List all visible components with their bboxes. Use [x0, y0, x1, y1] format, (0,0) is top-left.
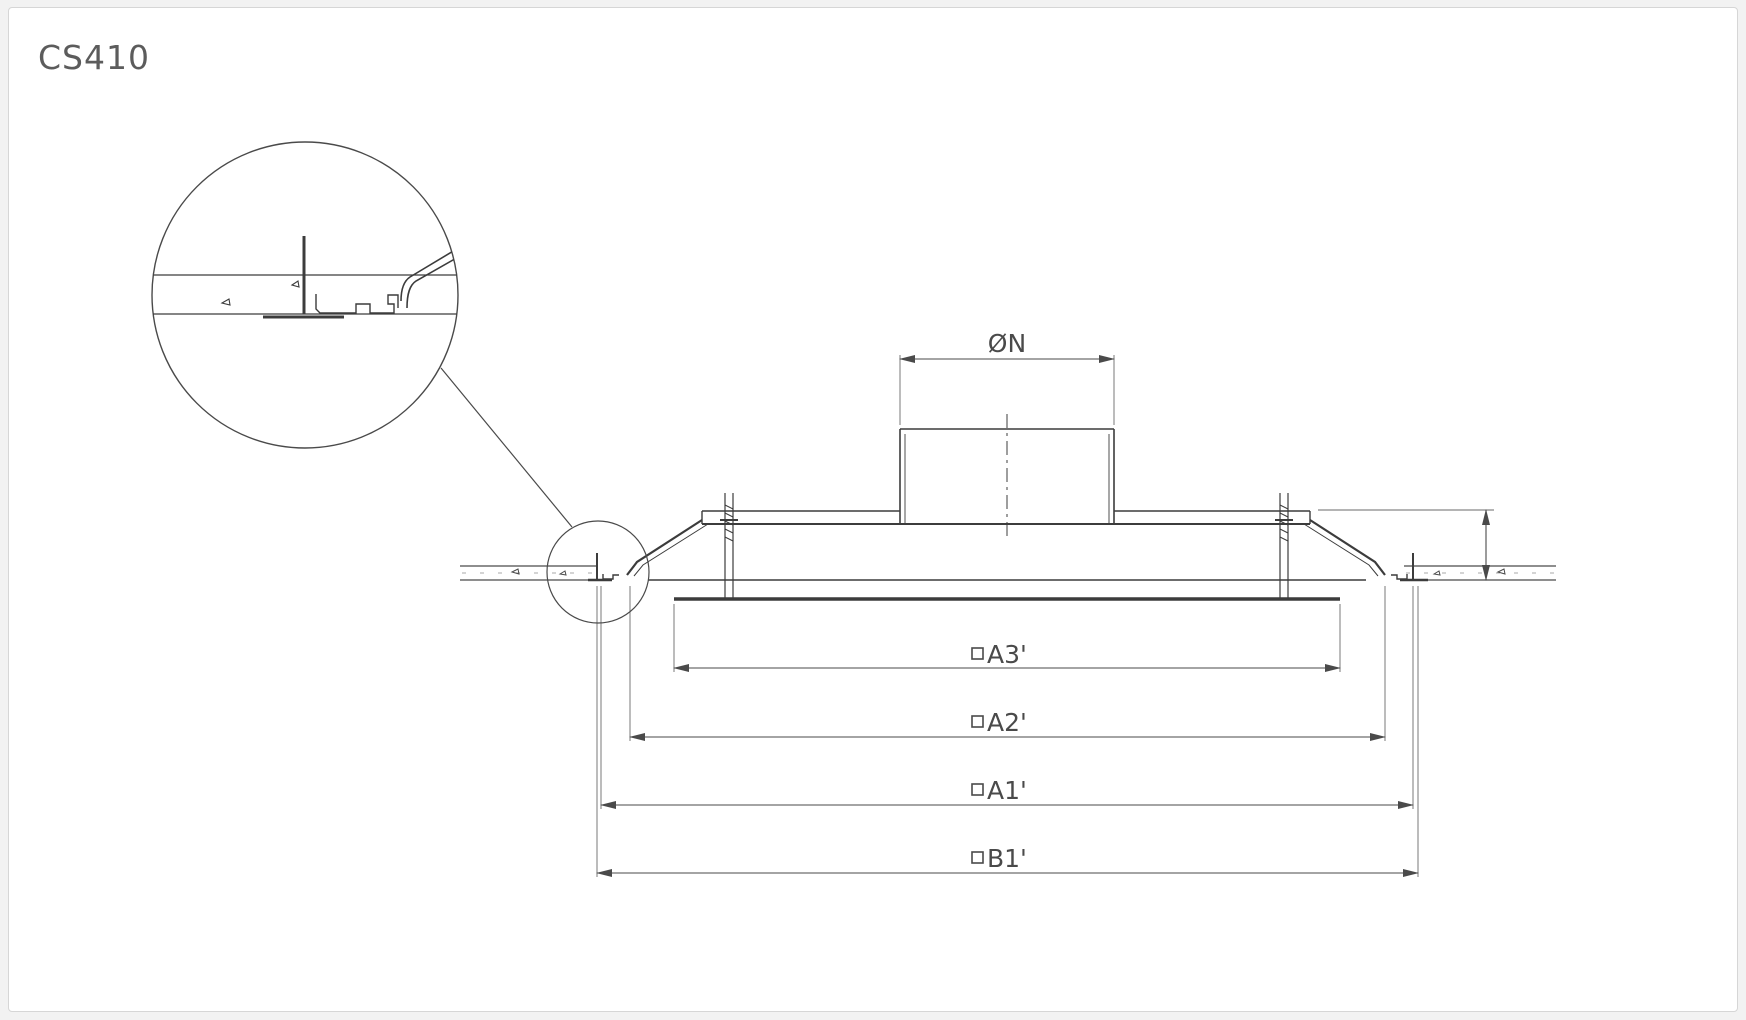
diffuser-body	[588, 414, 1428, 601]
label-a2: A2'	[987, 708, 1027, 737]
square-symbol-a3	[971, 647, 984, 660]
label-diameter: ØN	[988, 329, 1026, 358]
square-symbol-a1	[971, 783, 984, 796]
drawing-title: CS410	[38, 38, 150, 77]
ceiling-left	[460, 565, 598, 581]
detail-callout	[151, 141, 650, 624]
detail-magnified-view	[152, 236, 458, 319]
label-a1: A1'	[987, 776, 1027, 805]
extension-lines	[596, 355, 1494, 877]
detail-magnified-circle	[151, 141, 459, 449]
ceiling-right	[1404, 565, 1556, 581]
drawing-card: CS410	[8, 7, 1738, 1012]
square-symbol-b1	[971, 851, 984, 864]
square-symbol-a2	[971, 715, 984, 728]
label-b1: B1'	[987, 844, 1027, 873]
label-a3: A3'	[987, 640, 1027, 669]
detail-leader-line	[440, 367, 573, 528]
dimension-lines	[596, 355, 1490, 877]
dimension-labels: ØN A3' A2' A1' B1'	[971, 329, 1027, 873]
detail-marker-circle	[546, 520, 650, 624]
